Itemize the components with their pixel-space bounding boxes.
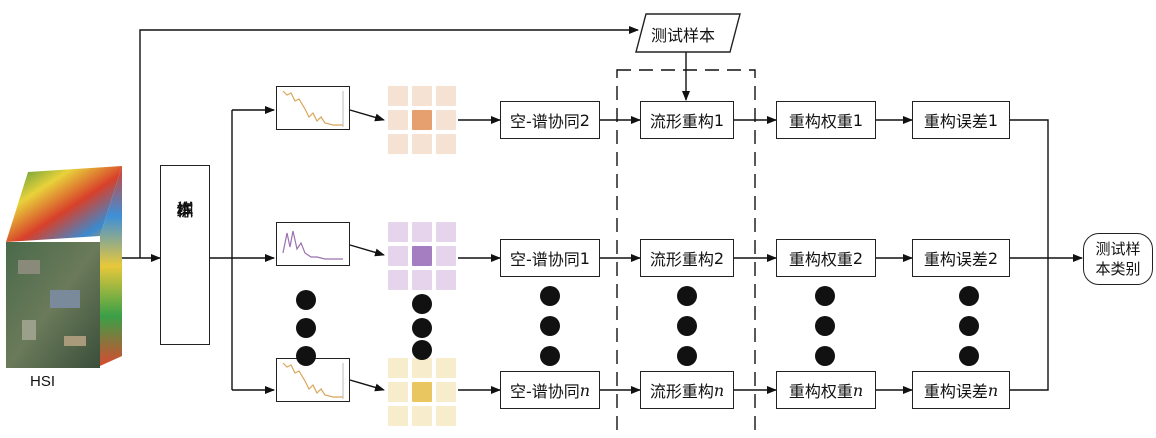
patch-cell xyxy=(412,222,432,242)
hsi-label: HSI xyxy=(30,373,56,390)
ellipsis-dot xyxy=(815,286,835,306)
ellipsis-dot xyxy=(540,286,560,306)
patch-cell xyxy=(388,270,408,290)
patch-center-cell xyxy=(412,110,432,130)
patch-cell xyxy=(388,86,408,106)
ellipsis-dot xyxy=(959,286,979,306)
patch-cell xyxy=(388,382,408,402)
ellipsis-dot xyxy=(815,316,835,336)
training-samples-box xyxy=(160,165,210,345)
spectrum-plot xyxy=(276,358,350,402)
hsi-cube-image xyxy=(6,166,122,368)
spectrum-plot xyxy=(276,86,350,130)
patch-cell xyxy=(388,358,408,378)
patch-cell xyxy=(388,246,408,266)
ellipsis-dot xyxy=(677,286,697,306)
patch-cell xyxy=(388,222,408,242)
ellipsis-dot xyxy=(959,316,979,336)
patch-cell xyxy=(388,134,408,154)
ellipsis-dot xyxy=(412,318,432,338)
patch-cell xyxy=(436,382,456,402)
patch-cell xyxy=(436,110,456,130)
patch-cell xyxy=(412,134,432,154)
patch-cell xyxy=(412,86,432,106)
spectrum-curve-icon xyxy=(282,362,344,399)
patch-cell xyxy=(436,406,456,426)
spectrum-plot xyxy=(276,222,350,266)
ellipsis-dot xyxy=(959,346,979,366)
patch-cell xyxy=(388,406,408,426)
ellipsis-dot xyxy=(296,290,316,310)
spectrum-curve-icon xyxy=(282,90,344,127)
patch-cell xyxy=(412,270,432,290)
patch-grid xyxy=(388,222,456,290)
patch-center-cell xyxy=(412,246,432,266)
patch-cell xyxy=(436,270,456,290)
test-sample-label: 测试样本 xyxy=(651,26,716,45)
ellipsis-dot xyxy=(677,346,697,366)
spectrum-curve-icon xyxy=(282,230,343,260)
ellipsis-dot xyxy=(296,318,316,338)
patch-grid xyxy=(388,86,456,154)
output-class-box: 测试样 本类别 xyxy=(1083,233,1153,285)
patch-cell xyxy=(436,246,456,266)
ellipsis-dot xyxy=(815,346,835,366)
patch-cell xyxy=(388,110,408,130)
ellipsis-dot xyxy=(296,346,316,366)
ellipsis-dot xyxy=(540,346,560,366)
patch-grid xyxy=(388,358,456,426)
patch-cell xyxy=(436,358,456,378)
patch-cell xyxy=(412,358,432,378)
test-sample-shape xyxy=(635,13,741,53)
ellipsis-dot xyxy=(677,316,697,336)
patch-cell xyxy=(412,406,432,426)
patch-center-cell xyxy=(412,382,432,402)
patch-cell xyxy=(436,222,456,242)
patch-cell xyxy=(436,86,456,106)
patch-cell xyxy=(436,134,456,154)
ellipsis-dot xyxy=(540,316,560,336)
ellipsis-dot xyxy=(412,294,432,314)
ellipsis-dot xyxy=(412,340,432,360)
manifold-group-dashed-frame xyxy=(616,69,756,438)
